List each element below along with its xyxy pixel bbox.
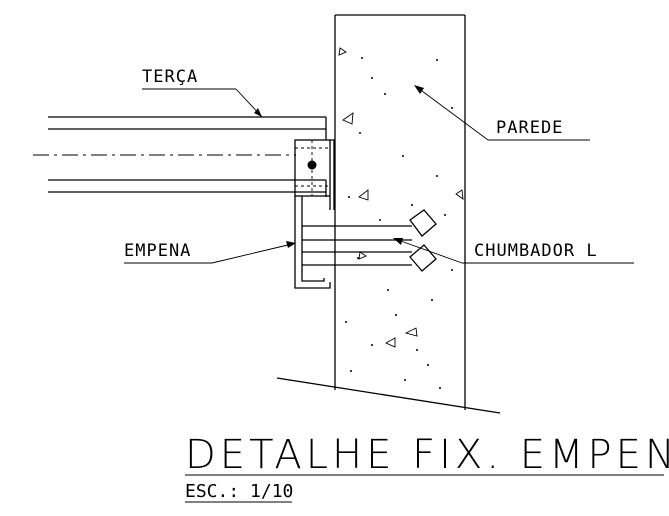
leader-empena: EMPENA	[124, 241, 296, 264]
concrete-hatch	[345, 57, 453, 389]
ground-line	[276, 377, 501, 414]
label-empena: EMPENA	[124, 241, 191, 261]
purlin	[33, 116, 327, 197]
detail-scale: ESC.: 1/10	[185, 481, 293, 502]
label-chumbador: CHUMBADOR L	[474, 241, 598, 261]
connection-cleat	[294, 139, 331, 197]
wall	[334, 14, 466, 410]
bolt	[307, 160, 317, 170]
label-terca: TERÇA	[142, 67, 198, 87]
aggregate-triangles	[338, 47, 464, 348]
leader-terca: TERÇA	[142, 67, 263, 118]
gable-channel	[294, 139, 335, 289]
anchor-bolts	[302, 209, 437, 272]
title-block: DETALHE FIX. EMPENA ESC.: 1/10	[185, 432, 669, 503]
leader-chumbador: CHUMBADOR L	[393, 238, 634, 264]
label-parede: PAREDE	[496, 118, 563, 138]
leader-parede: PAREDE	[414, 85, 590, 141]
detail-title: DETALHE FIX. EMPENA	[185, 432, 669, 478]
